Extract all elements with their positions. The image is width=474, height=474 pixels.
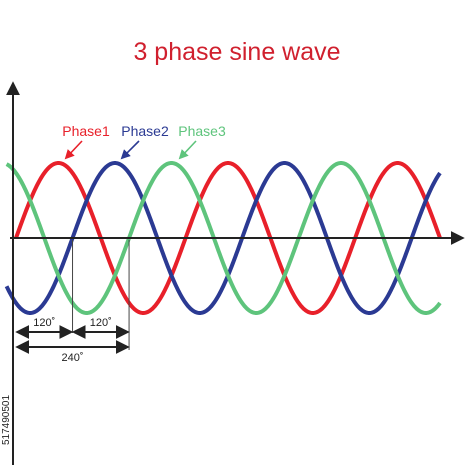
series-line-phase2 bbox=[4, 161, 442, 315]
legend-label-phase2: Phase2 bbox=[121, 123, 169, 139]
angle-annotations: 120˚ 120˚ 240˚ bbox=[15, 240, 130, 364]
legend-label-phase1: Phase1 bbox=[62, 123, 110, 139]
chart-title: 3 phase sine wave bbox=[133, 38, 340, 66]
dimension-label-0: 120˚ bbox=[33, 317, 55, 329]
legend-pointer-phase1 bbox=[64, 140, 83, 160]
legend-label-phase3: Phase3 bbox=[178, 123, 226, 139]
legend-pointer-phase2 bbox=[120, 140, 140, 160]
legend: Phase1 Phase2 Phase3 bbox=[62, 123, 226, 160]
series-lines bbox=[4, 161, 442, 315]
legend-pointer-phase3 bbox=[178, 140, 197, 160]
side-watermark-id: 517490501 bbox=[1, 395, 12, 445]
dimension-label-1: 120˚ bbox=[90, 317, 112, 329]
dimension-label-2: 240˚ bbox=[62, 352, 84, 364]
series-line-phase3 bbox=[5, 161, 442, 315]
